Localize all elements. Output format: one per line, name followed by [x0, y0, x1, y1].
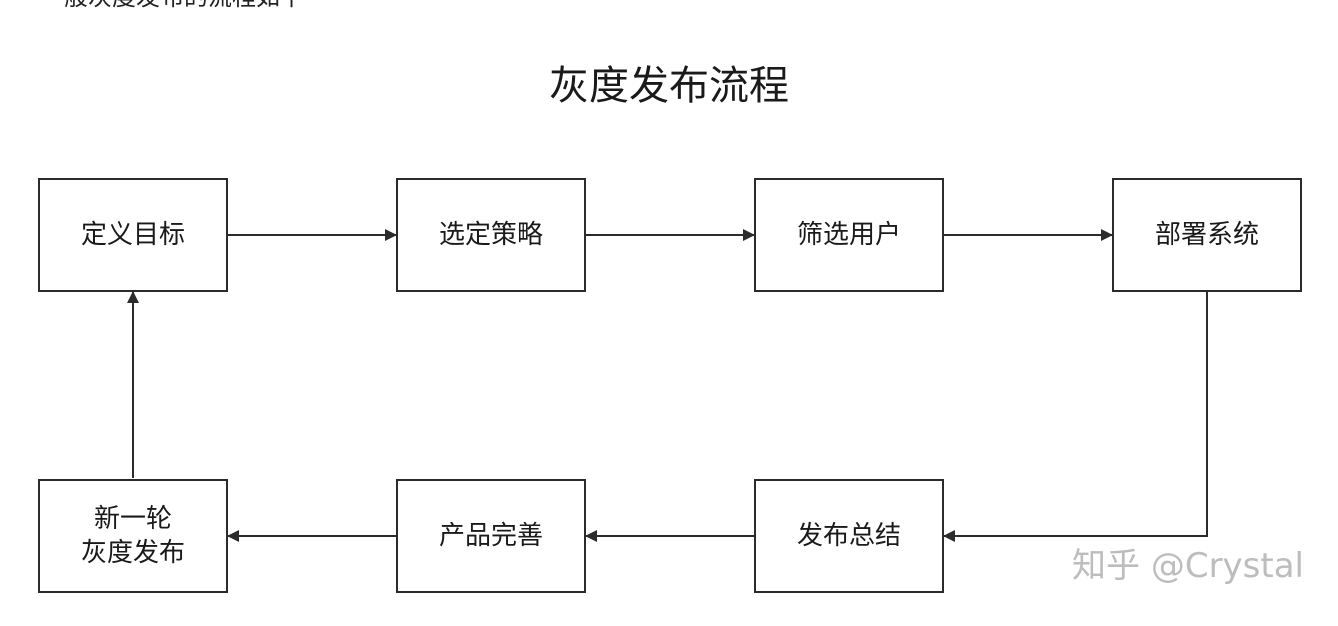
node-deploy-system: 部署系统	[1112, 178, 1302, 292]
node-define-goal: 定义目标	[38, 178, 228, 292]
truncated-intro-text: 一般灰度发布的流程如下	[40, 0, 560, 8]
node-product-improve: 产品完善	[396, 479, 586, 593]
diagram-title: 灰度发布流程	[549, 63, 789, 109]
node-select-strategy: 选定策略	[396, 178, 586, 292]
watermark: 知乎 @Crystal	[1072, 546, 1304, 586]
node-new-round: 新一轮 灰度发布	[38, 479, 228, 593]
edge-deploy-system-to-release-summary	[943, 292, 1208, 542]
node-release-summary: 发布总结	[754, 479, 944, 593]
node-filter-users: 筛选用户	[754, 178, 944, 292]
